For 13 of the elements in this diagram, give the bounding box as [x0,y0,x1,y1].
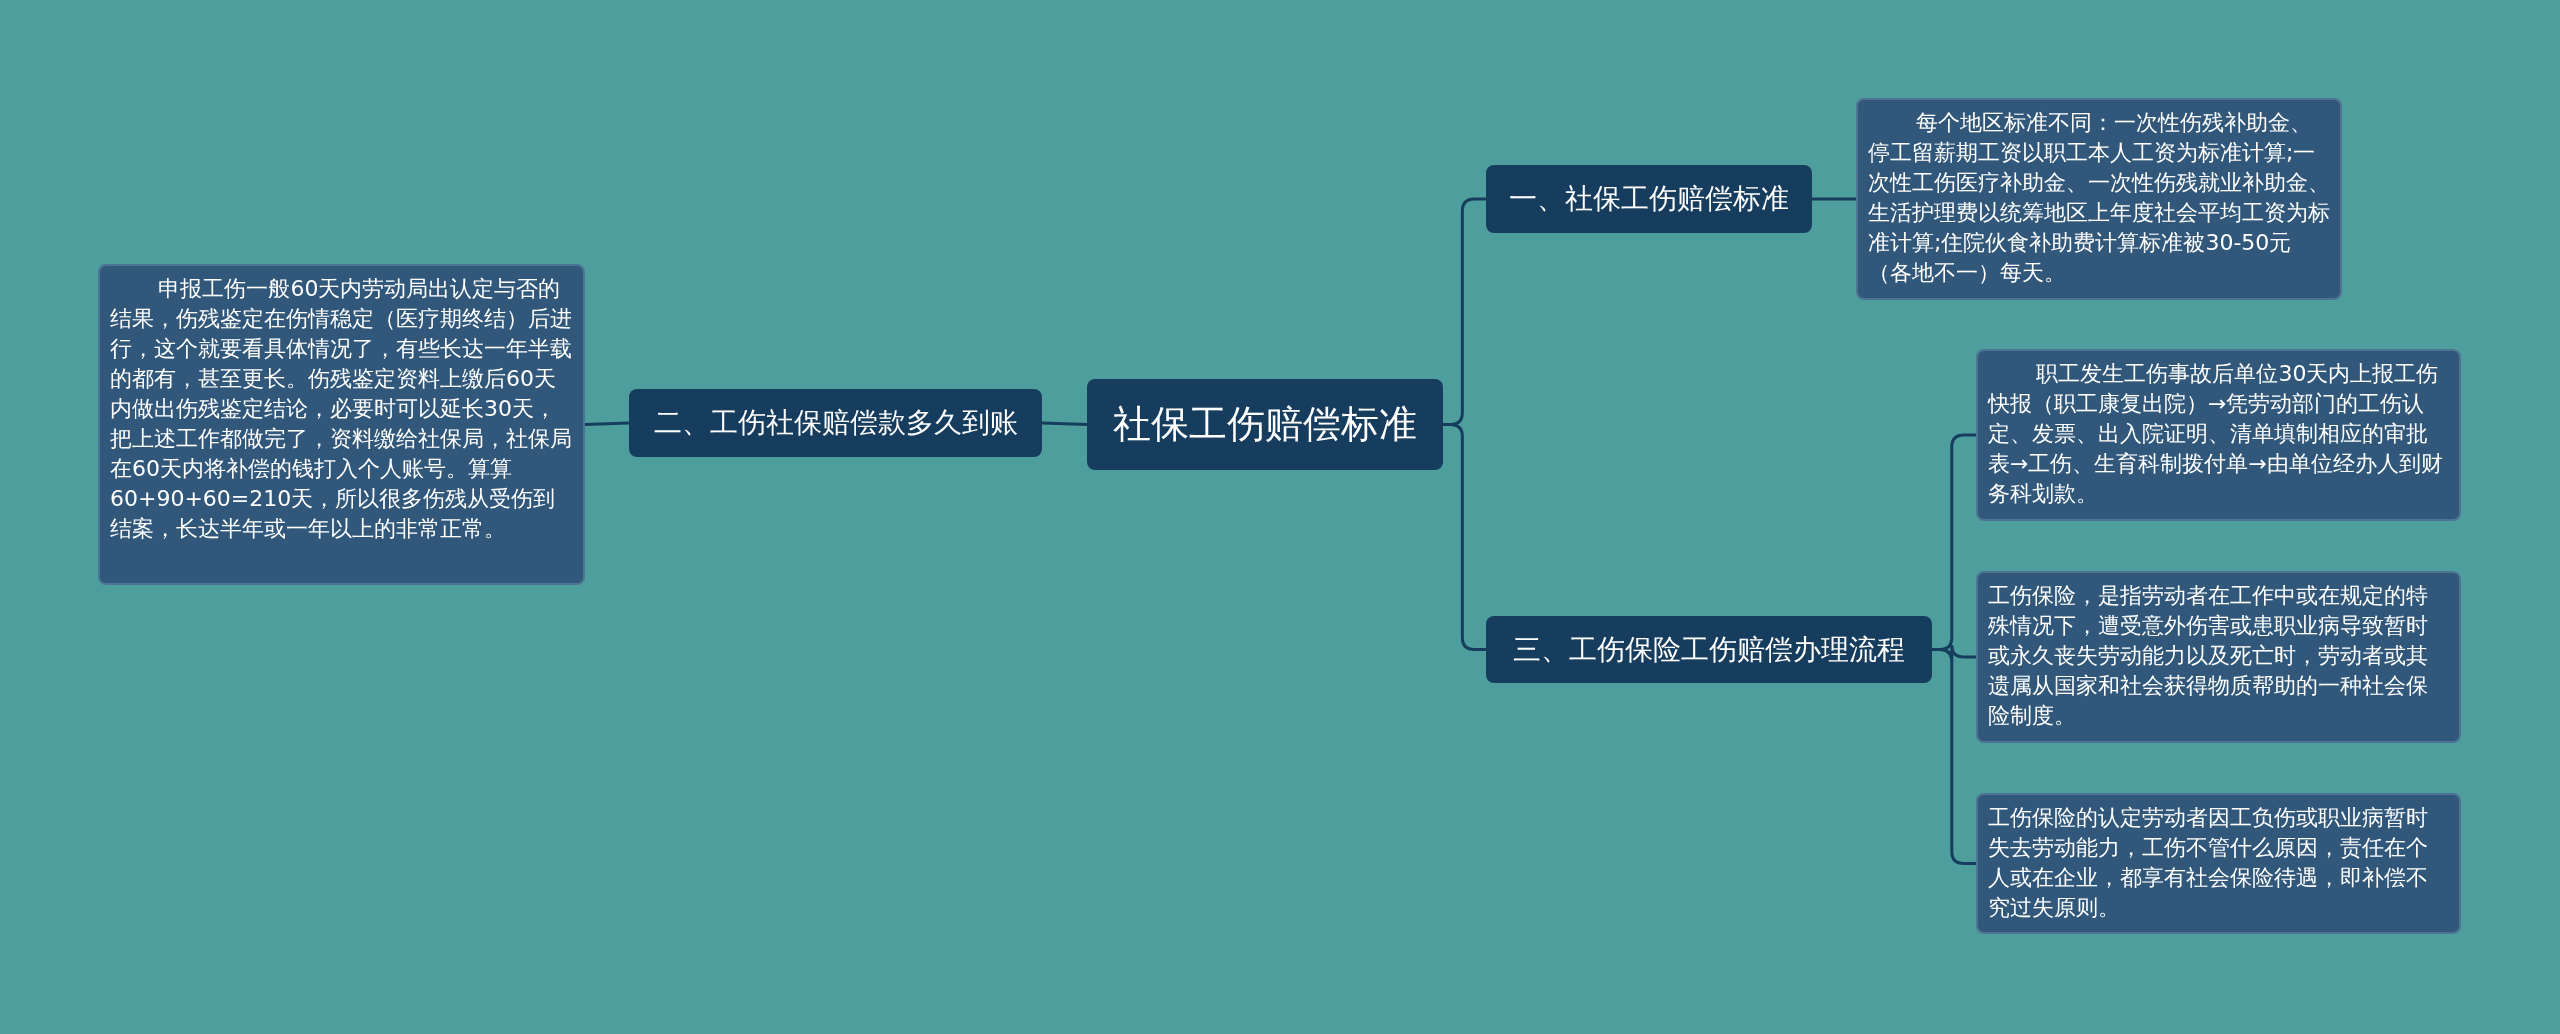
connector-line [1041,421,1088,426]
root-topic-box: 社保工伤赔偿标准 [1087,379,1443,470]
connector-line [1443,423,1486,651]
note-box: 每个地区标准不同：一次性伤残补助金、停工留薪期工资以职工本人工资为标准计算;一次性工伤医疗补助金、一次性伤残就业补助金、生活护理费以统筹地区上年度社会平均工资为标准计算;住院伙食补助费计算标准被30-50元（各地不一）每天。 [1856,98,2342,300]
note-box: 职工发生工伤事故后单位30天内上报工伤快报（职工康复出院）→凭劳动部门的工伤认定、发票、出入院证明、清单填制相应的审批表→工伤、生育科制拨付单→由单位经办人到财务科划款。 [1976,349,2461,521]
connector-line [584,421,630,426]
connector-line [1812,197,1856,201]
note-box: 工伤保险，是指劳动者在工作中或在规定的特殊情况下，遭受意外伤害或患职业病导致暂时或永久丧失劳动能力以及死亡时，劳动者或其遗属从国家和社会获得物质帮助的一种社会保险制度。 [1976,571,2461,743]
note-box: 申报工伤一般60天内劳动局出认定与否的结果，伤残鉴定在伤情稳定（医疗期终结）后进行，这个就要看具体情况了，有些长达一年半载的都有，甚至更长。伤残鉴定资料上缴后60天内做出伤残鉴定结论，必要时可以延长30天，把上述工作都做完了，资料缴给社保局，社保局在60天内将补偿的钱打入个人账号。算算60+90+60=210天，所以很多伤残从受伤到结案，长达半年或一年以上的非常正常。 [98,264,585,585]
topic-box: 三、工伤保险工伤赔偿办理流程 [1486,616,1932,683]
topic-box: 一、社保工伤赔偿标准 [1486,165,1812,233]
note-box: 工伤保险的认定劳动者因工负伤或职业病暂时失去劳动能力，工伤不管什么原因，责任在个人或在企业，都享有社会保险待遇，即补偿不究过失原则。 [1976,793,2461,934]
topic-box: 二、工伤社保赔偿款多久到账 [629,389,1042,457]
